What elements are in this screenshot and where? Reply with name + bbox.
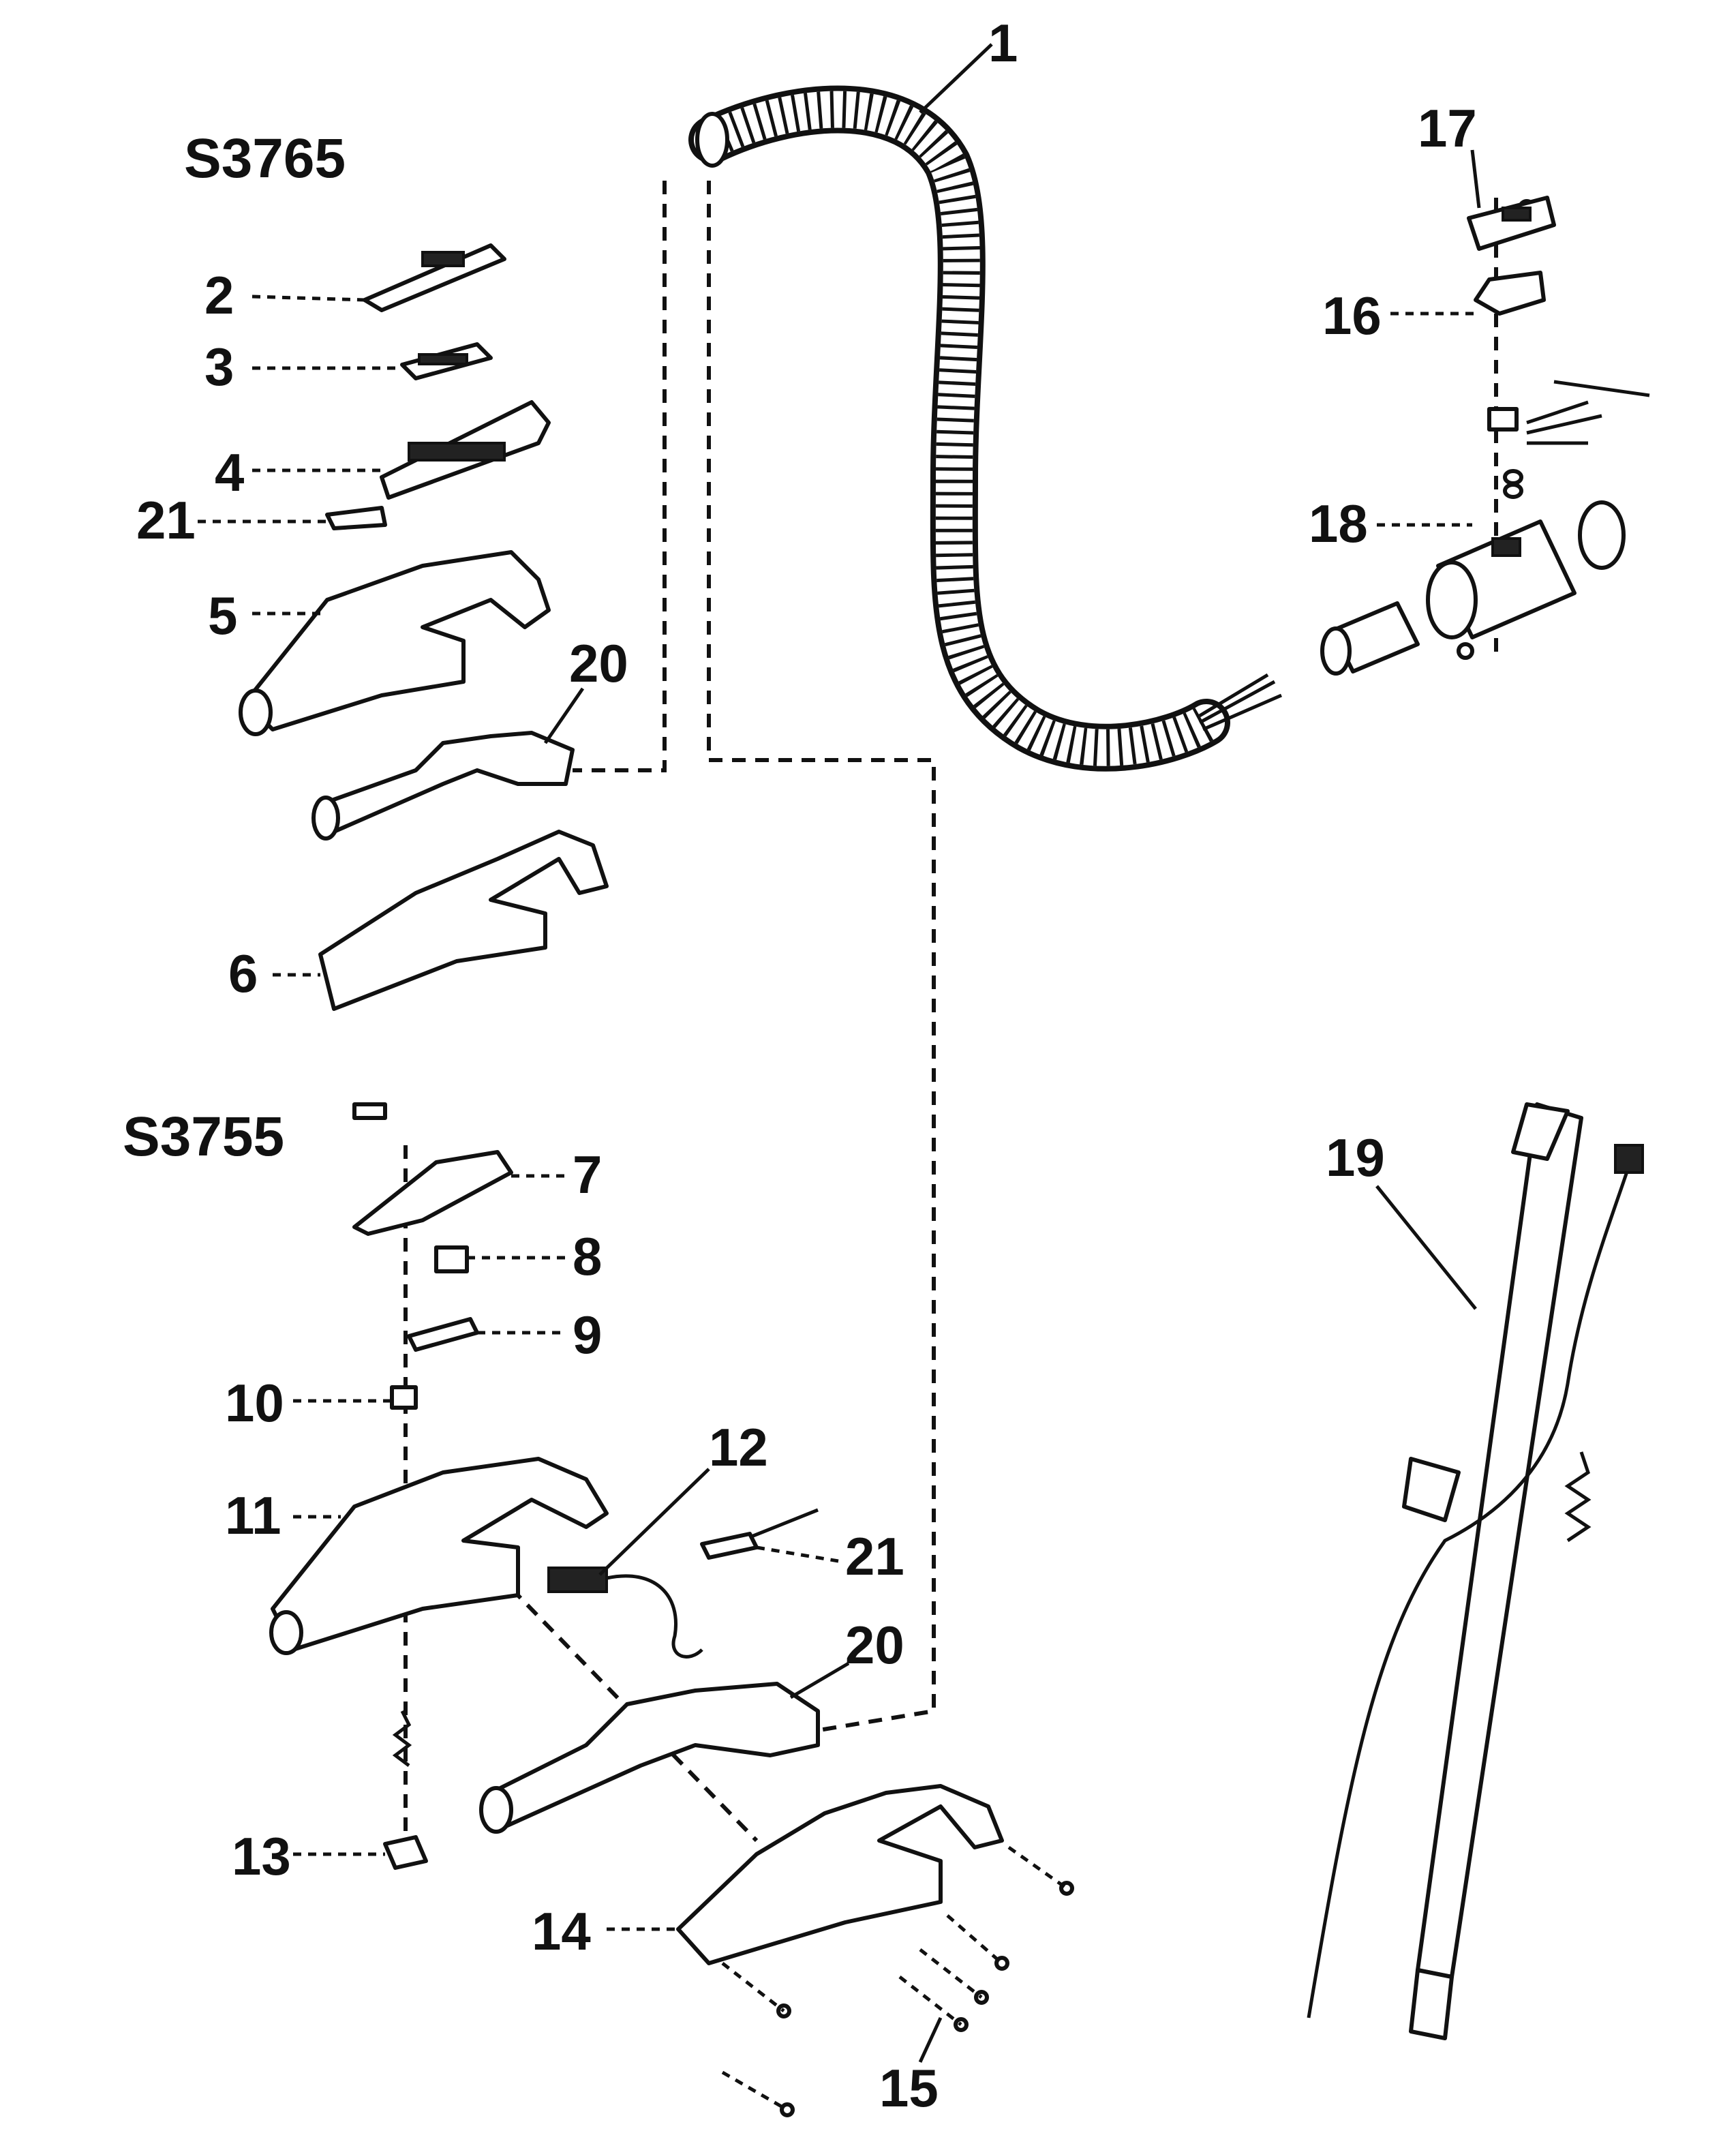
callout-21-lower: 21 bbox=[845, 1526, 904, 1586]
callout-19: 19 bbox=[1326, 1128, 1385, 1187]
callout-18: 18 bbox=[1309, 494, 1368, 554]
callout-9: 9 bbox=[573, 1305, 602, 1365]
part-14-handle-lower bbox=[676, 1784, 1004, 1965]
part-15-screws bbox=[721, 1845, 1074, 2117]
part-8-switch bbox=[434, 1245, 469, 1273]
part-21-contact-upper bbox=[325, 506, 387, 530]
leader-20-upper bbox=[543, 687, 585, 744]
callout-3: 3 bbox=[204, 337, 234, 397]
part-11-handle-upper bbox=[269, 1457, 609, 1655]
callout-11: 11 bbox=[225, 1485, 281, 1545]
part-19-wand bbox=[1307, 1102, 1644, 2040]
callout-10: 10 bbox=[225, 1373, 284, 1433]
switch-housing bbox=[1474, 199, 1650, 499]
leader-15 bbox=[918, 2016, 943, 2063]
assembly-line-handle bbox=[509, 1586, 759, 1843]
callout-20-upper: 20 bbox=[569, 633, 628, 693]
hose bbox=[688, 85, 1282, 772]
part-10-button bbox=[390, 1385, 418, 1410]
part-6-handle-lower bbox=[318, 830, 609, 1011]
callout-14: 14 bbox=[532, 1901, 591, 1961]
swivel-cuff bbox=[1320, 500, 1626, 676]
part-5-handle-upper bbox=[239, 550, 551, 736]
callout-2: 2 bbox=[204, 265, 234, 325]
part-12-wire-harness bbox=[547, 1567, 703, 1659]
callout-16: 16 bbox=[1322, 286, 1382, 346]
callout-15: 15 bbox=[879, 2058, 939, 2118]
assembly-line-upper bbox=[573, 181, 667, 772]
callout-13: 13 bbox=[232, 1826, 291, 1886]
callout-6: 6 bbox=[228, 943, 258, 1003]
callout-1: 1 bbox=[988, 13, 1018, 73]
callout-21-upper: 21 bbox=[136, 490, 196, 550]
part-9-plate bbox=[407, 1317, 479, 1352]
callout-7: 7 bbox=[573, 1145, 602, 1205]
callout-17: 17 bbox=[1418, 98, 1477, 158]
callout-8: 8 bbox=[573, 1226, 602, 1286]
leader-20-lower bbox=[789, 1661, 850, 1699]
leader-17 bbox=[1470, 149, 1481, 209]
model-label-s3755: S3755 bbox=[123, 1106, 284, 1168]
assembly-line-lower bbox=[707, 181, 936, 1734]
switch-cover bbox=[1467, 196, 1556, 251]
part-3-switch bbox=[400, 342, 493, 380]
callout-20-lower: 20 bbox=[845, 1615, 904, 1675]
callout-5: 5 bbox=[208, 586, 237, 646]
leader-21-lower bbox=[756, 1545, 839, 1563]
leader-2 bbox=[252, 294, 365, 302]
part-20-hose-handle-upper bbox=[311, 731, 575, 841]
part-2-trigger bbox=[363, 243, 506, 312]
part-13-spring-button bbox=[383, 1710, 428, 1870]
part-20-hose-handle-lower bbox=[479, 1682, 820, 1834]
leader-12 bbox=[598, 1468, 710, 1576]
part-21-contact-lower bbox=[700, 1508, 819, 1560]
part-4-switch-plate bbox=[380, 400, 551, 500]
callout-12: 12 bbox=[709, 1417, 768, 1477]
leader-19 bbox=[1375, 1185, 1477, 1310]
callout-4: 4 bbox=[215, 442, 244, 502]
part-7-button-cover bbox=[352, 1102, 513, 1236]
leader-1 bbox=[919, 43, 993, 114]
model-label-s3765: S3765 bbox=[184, 127, 346, 190]
